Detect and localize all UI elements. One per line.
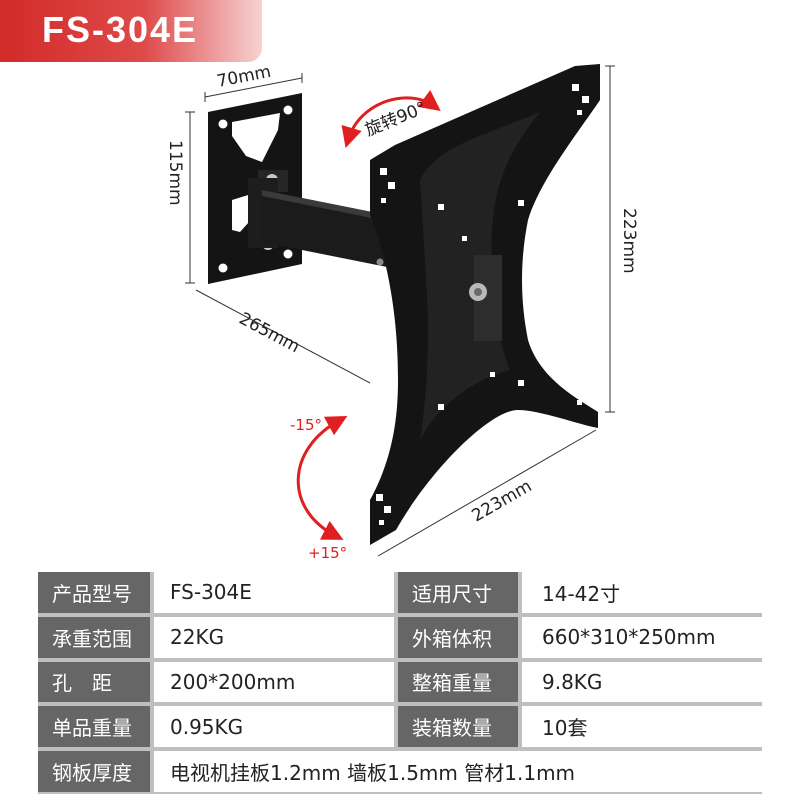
tilt-up-label: -15°: [290, 416, 322, 434]
wall-plate: [208, 93, 302, 284]
spec-row: 产品型号 FS-304E 适用尺寸 14-42寸: [38, 572, 762, 613]
dimension-lines: [185, 65, 615, 557]
arm-length-label: 265mm: [236, 309, 303, 357]
tilt-arrow: [296, 415, 348, 540]
wall-plate-width-label: 70mm: [215, 62, 273, 92]
spec-value: FS-304E: [154, 572, 394, 613]
spec-value: 22KG: [154, 616, 394, 658]
spec-row: 孔 距 200*200mm 整箱重量 9.8KG: [38, 661, 762, 703]
spec-label: 装箱数量: [398, 706, 518, 748]
spec-label: 承重范围: [38, 616, 150, 658]
spec-label: 钢板厚度: [38, 751, 150, 792]
spec-value: 9.8KG: [522, 661, 762, 703]
spec-value: 10套: [522, 706, 762, 748]
rotation-label: 旋转90°: [362, 98, 429, 141]
spec-value: 200*200mm: [154, 661, 394, 703]
tilt-down-label: +15°: [308, 544, 347, 560]
spec-value: 14-42寸: [522, 572, 762, 613]
spec-label: 适用尺寸: [398, 572, 518, 613]
spec-row: 单品重量 0.95KG 装箱数量 10套: [38, 706, 762, 748]
spec-value: 电视机挂板1.2mm 墙板1.5mm 管材1.1mm: [154, 751, 762, 792]
extension-arm: [262, 190, 392, 268]
tv-plate-width-label: 223mm: [469, 476, 536, 526]
product-illustration: 70mm 115mm 265mm 223mm 223mm: [165, 62, 639, 560]
model-badge-text: FS-304E: [42, 9, 199, 50]
spec-table: 产品型号 FS-304E 适用尺寸 14-42寸 承重范围 22KG 外箱体积 …: [38, 572, 762, 794]
spec-label: 单品重量: [38, 706, 150, 748]
spec-row: 承重范围 22KG 外箱体积 660*310*250mm: [38, 616, 762, 658]
spec-value: 660*310*250mm: [522, 616, 762, 658]
spec-value: 0.95KG: [154, 706, 394, 748]
model-badge: FS-304E: [0, 0, 262, 62]
spec-label: 产品型号: [38, 572, 150, 613]
spec-row: 钢板厚度 电视机挂板1.2mm 墙板1.5mm 管材1.1mm: [38, 751, 762, 792]
spec-label: 外箱体积: [398, 616, 518, 658]
spec-label: 整箱重量: [398, 661, 518, 703]
spec-label: 孔 距: [38, 661, 150, 703]
tv-plate: [370, 64, 600, 545]
tv-plate-height-label: 223mm: [619, 208, 639, 274]
rotation-arrow: [341, 90, 441, 149]
wall-plate-height-label: 115mm: [165, 140, 185, 206]
